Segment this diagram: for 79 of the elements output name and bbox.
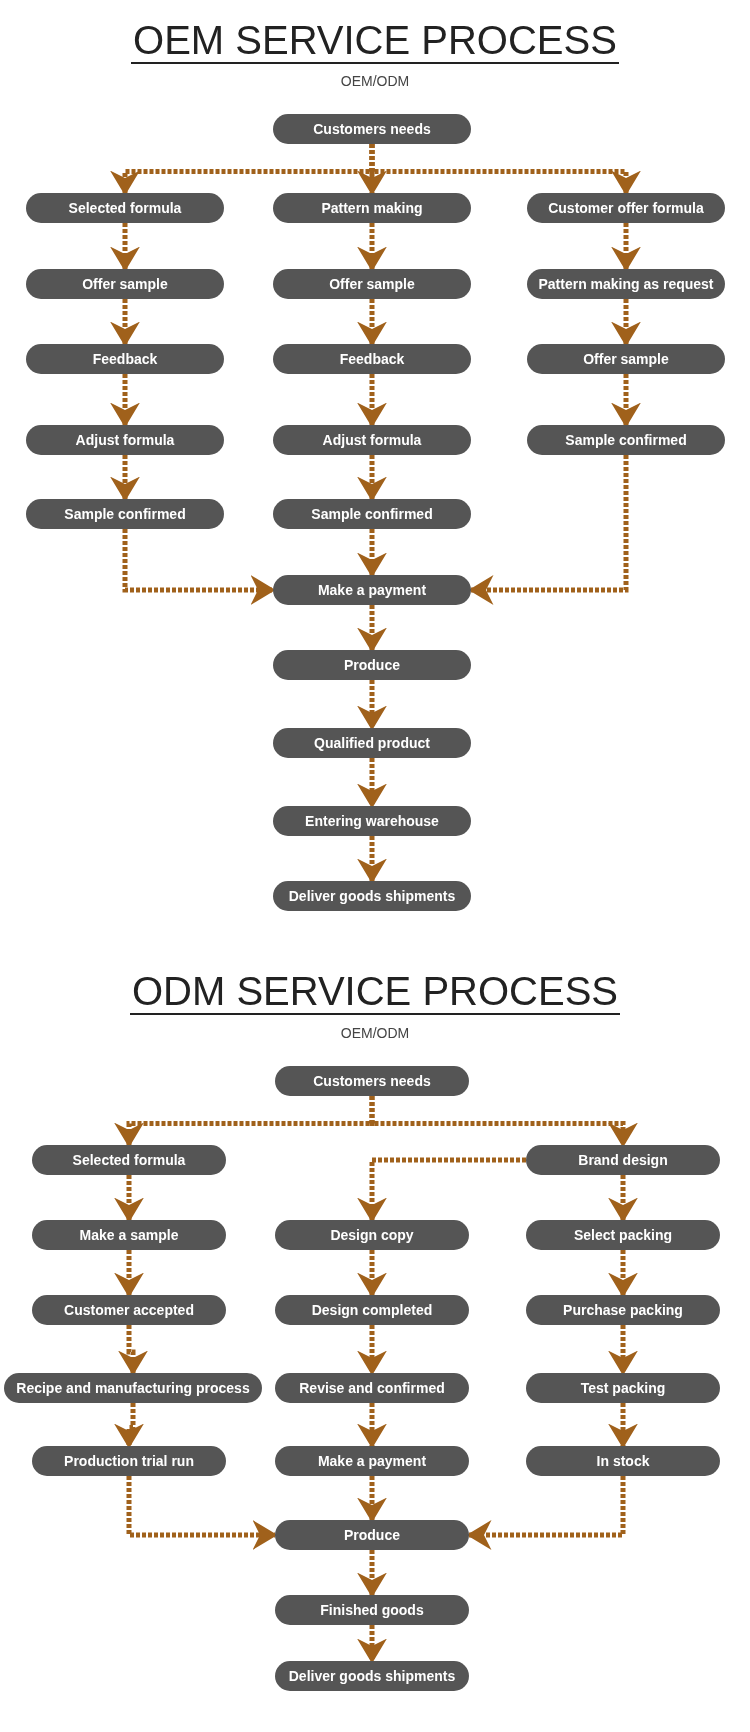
process-step: Feedback: [26, 344, 224, 374]
arrow: [611, 223, 641, 272]
arrow: [118, 1325, 148, 1376]
process-step: Recipe and manufacturing process: [4, 1373, 262, 1403]
process-step: Offer sample: [527, 344, 725, 374]
arrow: [611, 374, 641, 428]
process-step: Adjust formula: [273, 425, 471, 455]
arrow: [608, 1325, 638, 1376]
process-step: Deliver goods shipments: [273, 881, 471, 911]
arrow: [468, 455, 629, 605]
arrow: [114, 1175, 144, 1223]
arrow: [114, 1250, 144, 1298]
process-step: Sample confirmed: [273, 499, 471, 529]
arrow: [357, 1625, 387, 1664]
arrow: [110, 374, 140, 428]
arrow: [357, 455, 387, 502]
heading: OEM SERVICE PROCESS: [131, 18, 619, 64]
arrow: [126, 1476, 278, 1550]
arrow: [357, 1250, 387, 1298]
arrow: [608, 1175, 638, 1223]
arrow: [357, 1476, 387, 1523]
arrow: [122, 529, 276, 605]
heading: ODM SERVICE PROCESS: [129, 969, 620, 1015]
process-step: Customer accepted: [32, 1295, 226, 1325]
process-step: Selected formula: [32, 1145, 226, 1175]
process-step: Customer offer formula: [527, 193, 725, 223]
process-step: Sample confirmed: [26, 499, 224, 529]
process-step: Entering warehouse: [273, 806, 471, 836]
process-step: Produce: [273, 650, 471, 680]
process-step: Revise and confirmed: [275, 1373, 469, 1403]
arrow: [357, 1550, 387, 1598]
process-step: Make a payment: [275, 1446, 469, 1476]
arrow: [357, 758, 387, 809]
arrow: [357, 374, 387, 428]
process-step: Qualified product: [273, 728, 471, 758]
arrow: [466, 1476, 626, 1550]
arrow: [357, 1157, 526, 1223]
arrow: [357, 836, 387, 884]
process-step: Design copy: [275, 1220, 469, 1250]
process-step: Offer sample: [26, 269, 224, 299]
process-step: Customers needs: [275, 1066, 469, 1096]
arrow: [357, 1325, 387, 1376]
process-step: Production trial run: [32, 1446, 226, 1476]
subtitle: OEM/ODM: [340, 1025, 410, 1041]
process-step: Make a sample: [32, 1220, 226, 1250]
arrow: [110, 223, 140, 272]
process-step: Adjust formula: [26, 425, 224, 455]
arrow: [110, 299, 140, 347]
process-step: Pattern making: [273, 193, 471, 223]
process-step: Selected formula: [26, 193, 224, 223]
process-step: Produce: [275, 1520, 469, 1550]
arrow: [357, 605, 387, 653]
arrow: [357, 680, 387, 731]
process-step: Design completed: [275, 1295, 469, 1325]
process-step: Sample confirmed: [527, 425, 725, 455]
arrow: [608, 1250, 638, 1298]
arrow: [110, 455, 140, 502]
process-step: Brand design: [526, 1145, 720, 1175]
process-step: Offer sample: [273, 269, 471, 299]
process-step: In stock: [526, 1446, 720, 1476]
process-step: Deliver goods shipments: [275, 1661, 469, 1691]
process-step: Feedback: [273, 344, 471, 374]
arrow: [357, 1403, 387, 1449]
process-step: Test packing: [526, 1373, 720, 1403]
arrow: [611, 299, 641, 347]
arrow: [357, 299, 387, 347]
process-step: Select packing: [526, 1220, 720, 1250]
arrow: [114, 1403, 144, 1449]
process-step: Customers needs: [273, 114, 471, 144]
arrow: [369, 1096, 638, 1148]
process-step: Make a payment: [273, 575, 471, 605]
process-step: Finished goods: [275, 1595, 469, 1625]
arrow: [357, 529, 387, 578]
arrow: [608, 1403, 638, 1449]
subtitle: OEM/ODM: [340, 73, 410, 89]
arrow: [357, 223, 387, 272]
arrow: [369, 144, 641, 196]
process-step: Purchase packing: [526, 1295, 720, 1325]
process-step: Pattern making as request: [527, 269, 725, 299]
